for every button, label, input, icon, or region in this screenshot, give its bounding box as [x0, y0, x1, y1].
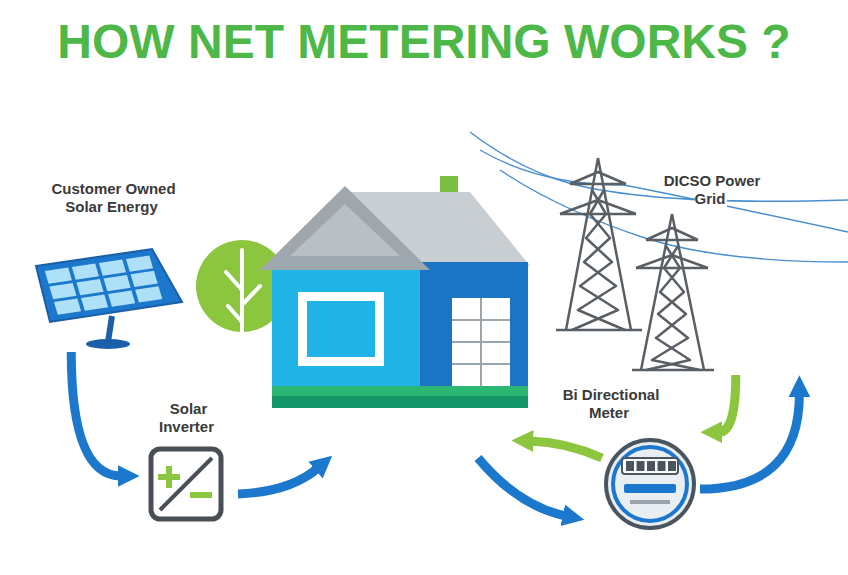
solar-panel-part-part — [76, 279, 103, 295]
solar-panel-part-part — [131, 271, 158, 287]
transmission-tower — [632, 214, 714, 370]
solar-panel-part-part — [54, 299, 81, 315]
node-label-box: DICSO Power Grid — [661, 172, 761, 208]
flow-arrow — [700, 394, 799, 489]
house-part — [272, 262, 422, 386]
power-line-part — [500, 170, 848, 262]
bi-directional-meter-part — [624, 484, 676, 493]
solar-inverter-part — [151, 449, 221, 519]
house-part — [452, 298, 510, 388]
flow-arrow-part — [530, 441, 602, 458]
diagram-node: DICSO Power Grid — [545, 150, 810, 375]
transmission-tower-part — [556, 329, 642, 332]
transmission-tower-part — [560, 172, 636, 214]
node-label-box: Solar Inverter — [140, 400, 235, 436]
tree-part — [226, 250, 260, 345]
power-line — [470, 132, 848, 262]
diagram-node: Solar Inverter — [140, 398, 235, 528]
bi-directional-meter-part-part — [637, 461, 645, 471]
house-part — [272, 386, 528, 396]
bi-directional-meter-part-part — [658, 461, 666, 471]
transmission-tower-part — [632, 369, 714, 372]
bi-directional-meter — [606, 440, 694, 528]
solar-inverter — [151, 449, 221, 519]
transmission-tower-part — [636, 228, 708, 268]
solar-panel-part — [86, 339, 130, 349]
diagram-node: Bi Directional Meter — [550, 384, 700, 530]
house-part — [307, 301, 375, 357]
solar-inverter-part — [190, 492, 212, 498]
house-part — [290, 204, 400, 256]
node-label: DICSO Power Grid — [662, 172, 761, 207]
node-label-box: Bi Directional Meter — [554, 386, 666, 422]
solar-panel-part-part — [72, 264, 99, 280]
house-part — [272, 396, 528, 408]
solar-inverter-part — [166, 466, 172, 488]
flow-arrow-part — [238, 468, 318, 494]
flow-arrow-part — [478, 458, 566, 516]
bi-directional-meter-part — [613, 447, 687, 521]
node-label: Solar Inverter — [159, 400, 216, 435]
solar-panel-part — [45, 255, 162, 314]
solar-panel-part-part — [104, 275, 131, 291]
diagram-title: HOW NET METERING WORKS ? — [0, 14, 848, 70]
house — [260, 176, 530, 408]
bi-directional-meter-part — [606, 440, 694, 528]
transmission-tower-part — [578, 190, 625, 330]
flow-arrow — [238, 441, 602, 516]
house-part — [298, 292, 384, 366]
flow-arrow — [71, 352, 121, 476]
solar-panel-part-part — [45, 268, 72, 284]
bi-directional-meter-part-part — [668, 461, 676, 471]
solar-panel-part — [108, 316, 112, 342]
bi-directional-meter-part-part — [626, 461, 634, 471]
node-label-box: Customer Owned Solar Energy — [35, 180, 190, 216]
flow-arrow — [719, 375, 736, 432]
solar-panel-part-part — [49, 283, 76, 299]
solar-panel — [36, 249, 182, 349]
house-part — [452, 298, 510, 388]
node-label: Bi Directional Meter — [561, 386, 660, 421]
bi-directional-meter-part — [630, 500, 670, 504]
solar-inverter-part — [160, 458, 212, 510]
solar-panel-part-part — [135, 286, 162, 302]
solar-panel-part — [36, 249, 182, 322]
solar-panel-part-part — [108, 290, 135, 306]
bi-directional-meter-part-part — [647, 461, 655, 471]
solar-panel-part-part — [99, 259, 126, 275]
solar-panel-part-part — [126, 255, 153, 271]
bi-directional-meter-part — [626, 461, 676, 471]
node-label: Customer Owned Solar Energy — [49, 180, 175, 215]
solar-panel-part-part — [81, 294, 108, 310]
transmission-tower-part — [652, 246, 700, 370]
transmission-tower — [556, 158, 642, 330]
house-part — [260, 186, 430, 270]
diagram-node: Customer Owned Solar Energy — [30, 178, 195, 352]
power-line-part — [470, 132, 848, 201]
bi-directional-meter-part — [622, 458, 678, 474]
